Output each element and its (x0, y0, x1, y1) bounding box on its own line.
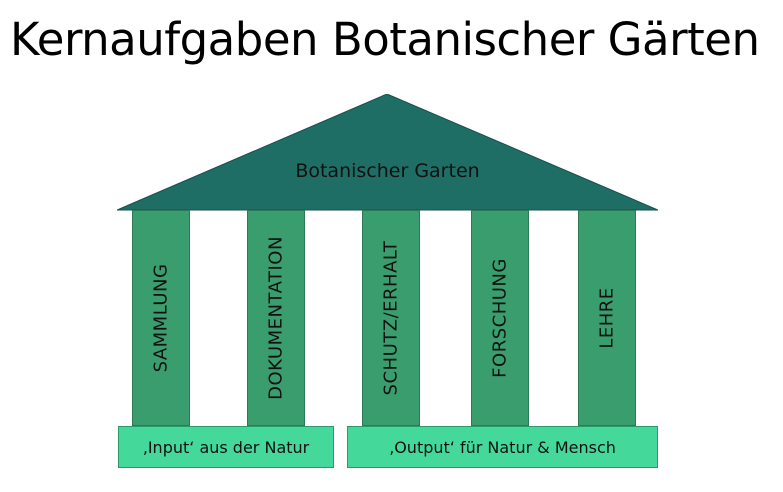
pillar-label: FORSCHUNG (489, 258, 511, 378)
pillar-label: LEHRE (596, 287, 618, 349)
pillar-label: SAMMLUNG (150, 263, 172, 373)
pillar-dokumentation: DOKUMENTATION (247, 210, 305, 426)
base-input: ‚Input‘ aus der Natur (118, 426, 334, 468)
pillar-lehre: LEHRE (578, 210, 636, 426)
pillar-schutz-erhalt: SCHUTZ/ERHALT (362, 210, 420, 426)
page-title: Kernaufgaben Botanischer Gärten (10, 13, 760, 66)
pillar-label: DOKUMENTATION (265, 236, 287, 400)
temple-roof (117, 94, 658, 211)
base-output: ‚Output‘ für Natur & Mensch (347, 426, 658, 468)
pillar-forschung: FORSCHUNG (471, 210, 529, 426)
pillar-sammlung: SAMMLUNG (132, 210, 190, 426)
pillar-label: SCHUTZ/ERHALT (380, 240, 402, 396)
roof-label: Botanischer Garten (295, 160, 480, 182)
